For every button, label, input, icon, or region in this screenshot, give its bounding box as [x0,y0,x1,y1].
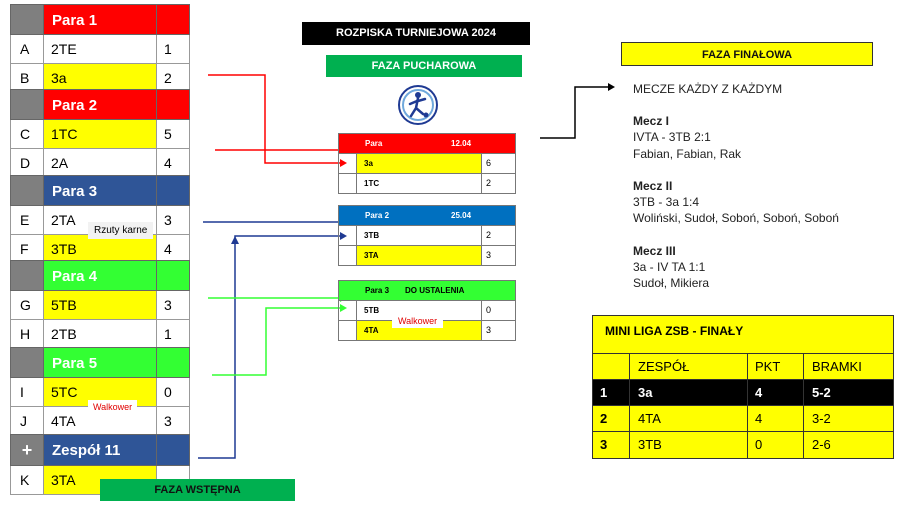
match-date: DO USTALENIA [405,286,465,295]
mini-liga-table: MINI LIGA ZSB - FINAŁY ZESPÓŁ PKT BRAMKI… [592,315,894,459]
football-logo-icon [398,85,438,125]
group-para-3: Para 3 E 2TA 3 F 3TB 4 [10,175,190,264]
team-name: 2A [44,149,157,178]
match-box-para-2: Para 2 25.04 3TB 2 3TA 3 [338,205,516,266]
match-date: 12.04 [451,139,472,148]
team-row: D 2A 4 [10,149,190,178]
phase-cup-label: FAZA PUCHAROWA [326,55,522,77]
match-label: Para 3 [365,286,390,295]
team-name: 3TB [44,235,157,264]
match-row: 3TB 2 [339,226,515,245]
match-1-title: Mecz I [633,114,670,128]
match-team: 3TB [357,226,482,245]
team-row: G 5TB 3 [10,291,190,320]
team-row: H 2TB 1 [10,320,190,349]
group-title: Para 3 [44,175,157,206]
match-score: 3 [486,250,492,260]
team-row: F 3TB 4 [10,235,190,264]
team-score: 3 [157,291,190,320]
match-score: 3 [486,325,492,335]
group-title: Para 2 [44,89,157,120]
match-row: 1TC 2 [339,173,515,193]
liga-header-row: ZESPÓŁ PKT BRAMKI [593,354,893,380]
group-title: Para 4 [44,260,157,291]
header-team: ZESPÓŁ [630,354,748,379]
team-row: C 1TC 5 [10,120,190,149]
header-points: PKT [748,354,804,379]
team-name: 5TB [44,291,157,320]
group-para-2: Para 2 C 1TC 5 D 2A 4 [10,89,190,178]
match-score: 6 [486,158,492,168]
match-2-title: Mecz II [633,179,673,193]
match-3-scorers: Sudoł, Mikiera [633,276,710,290]
team-row: B 3a 2 [10,64,190,93]
match-3-title: Mecz III [633,244,676,258]
liga-row: 3 3TB 0 2-6 [593,432,893,458]
match-date: 25.04 [451,211,472,220]
note-walkower-left: Walkower [88,400,138,414]
liga-title: MINI LIGA ZSB - FINAŁY [593,316,893,354]
connector-zespol11 [198,235,340,459]
match-3-result: 3a - IV TA 1:1 [633,260,706,274]
note-walkower-mid: Walkower [392,314,444,328]
phase-initial-label: FAZA WSTĘPNA [100,479,295,501]
match-box-para-3: Para 3 DO USTALENIA 5TB 0 4TA 3 [338,280,516,341]
match-row: 3TA 3 [339,245,515,265]
match-team: 3TA [357,246,482,265]
group-title: Para 5 [44,347,157,378]
group-title: Para 1 [44,4,157,35]
team-score: 3 [157,206,190,235]
match-label: Para [365,139,383,148]
group-para-1: Para 1 A 2TE 1 B 3a 2 [10,4,190,93]
team-score: 1 [157,320,190,349]
team-score: 5 [157,120,190,149]
match-row: 3a 6 [339,154,515,173]
match-team: 5TB [357,301,482,320]
connector-para1 [208,74,340,164]
match-label: Para 2 [365,211,390,220]
group-para-5: Para 5 I 5TC 0 J 4TA 3 [10,347,190,436]
match-team: 1TC [357,174,482,193]
team-name: 3a [44,64,157,93]
phase-final-label: FAZA FINAŁOWA [621,42,873,66]
match-score: 2 [486,230,492,240]
match-score: 0 [486,305,492,315]
header-goals: BRAMKI [812,359,862,374]
match-team: 4TA [357,321,482,340]
match-2-scorers: Woliński, Sudoł, Soboń, Soboń, Soboń [633,211,839,225]
connector-para5 [212,307,340,376]
liga-row: 1 3a 4 5-2 [593,380,893,406]
match-box-para-1: Para 12.04 3a 6 1TC 2 [338,133,516,194]
liga-row: 2 4TA 4 3-2 [593,406,893,432]
match-2-result: 3TB - 3a 1:4 [633,195,700,209]
connector-final [540,86,610,139]
team-score: 4 [157,149,190,178]
team-row: A 2TE 1 [10,35,190,64]
match-1-scorers: Fabian, Fabian, Rak [633,147,742,161]
team-score: 1 [157,35,190,64]
group-corner [10,4,44,35]
team-name: 2TB [44,320,157,349]
note-rzuty-karne: Rzuty karne [88,222,154,239]
team-score: 3 [157,407,190,436]
match-team: 3a [357,154,482,173]
team-name: 1TC [44,120,157,149]
final-intro: MECZE KAŻDY Z KAŻDYM [633,82,783,96]
match-score: 2 [486,178,492,188]
page-title: ROZPISKA TURNIEJOWA 2024 [302,22,530,45]
group-para-4: Para 4 G 5TB 3 H 2TB 1 [10,260,190,349]
team-score: 0 [157,378,190,407]
team-name: 2TE [44,35,157,64]
group-title: Zespół 11 [44,434,157,466]
match-row: 5TB 0 [339,301,515,320]
plus-icon: + [10,434,44,466]
match-1-result: IVTA - 3TB 2:1 [633,130,711,144]
